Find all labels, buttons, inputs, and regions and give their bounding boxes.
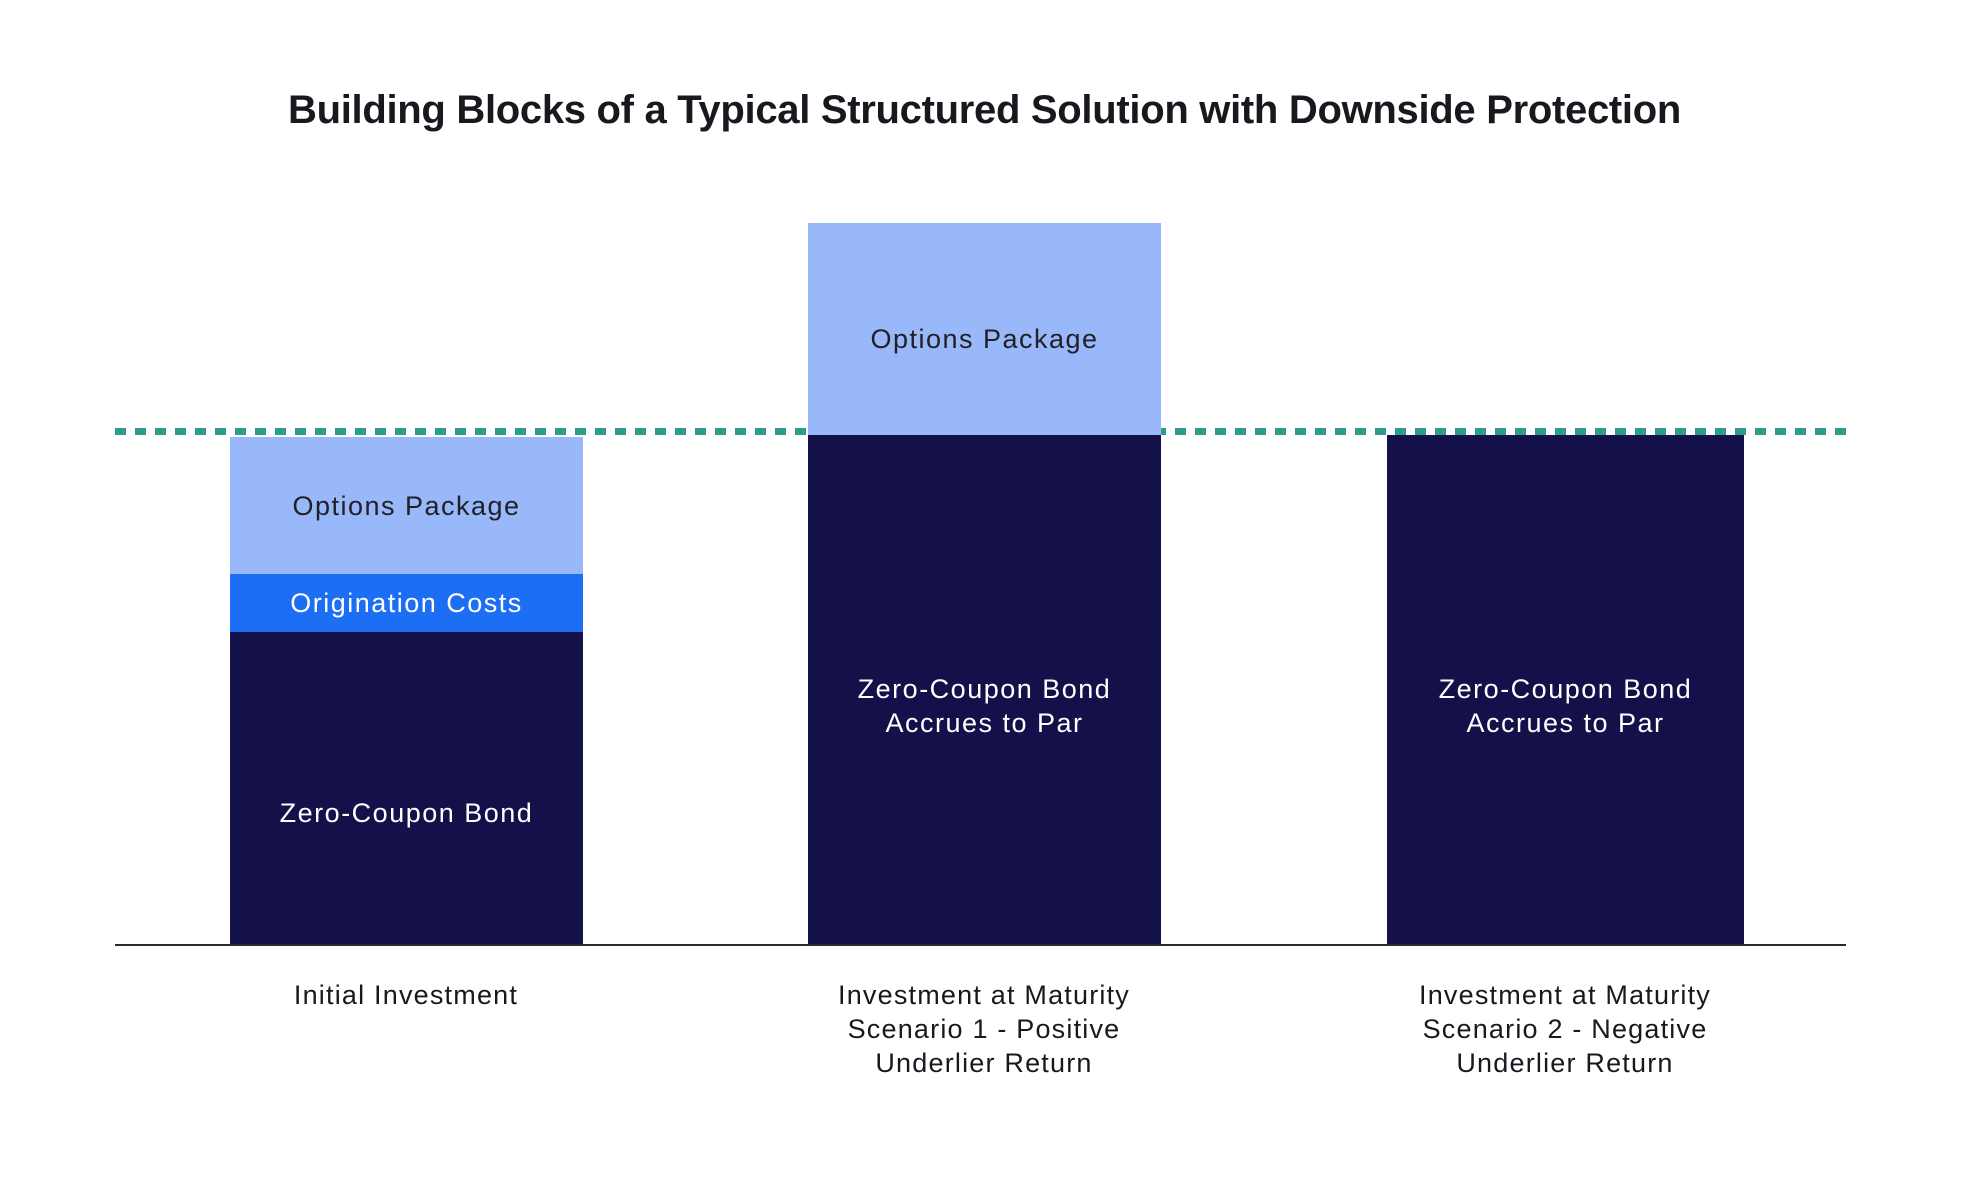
segment-options-package: Options Package [808, 223, 1161, 435]
bar-maturity-scenario-1: Options Package Zero-Coupon Bond Accrues… [808, 223, 1161, 945]
segment-options-package: Options Package [230, 437, 583, 574]
x-axis-label-maturity-scenario-2: Investment at Maturity Scenario 2 - Nega… [1419, 980, 1711, 1078]
segment-zero-coupon-bond: Zero-Coupon Bond [230, 632, 583, 945]
segment-label-zero-coupon-bond-accrues-to-par: Zero-Coupon Bond Accrues to Par [857, 674, 1112, 738]
segment-label-options-package: Options Package [870, 324, 1099, 354]
x-axis-label-initial-investment: Initial Investment [293, 980, 519, 1010]
bar-initial-investment: Options Package Origination Costs Zero-C… [230, 437, 583, 945]
segment-origination-costs: Origination Costs [230, 574, 583, 632]
segment-zero-coupon-bond-accrues-to-par: Zero-Coupon Bond Accrues to Par [808, 435, 1161, 945]
chart-title: Building Blocks of a Typical Structured … [287, 88, 1681, 132]
segment-zero-coupon-bond-accrues-to-par: Zero-Coupon Bond Accrues to Par [1387, 435, 1744, 945]
x-axis-line [115, 944, 1846, 946]
segment-label-zero-coupon-bond-accrues-to-par: Zero-Coupon Bond Accrues to Par [1438, 674, 1693, 738]
segment-label-options-package: Options Package [292, 490, 521, 521]
x-axis-label-maturity-scenario-1: Investment at Maturity Scenario 1 - Posi… [838, 980, 1130, 1078]
segment-label-zero-coupon-bond: Zero-Coupon Bond [279, 797, 534, 828]
segment-label-origination-costs: Origination Costs [290, 588, 523, 618]
bar-maturity-scenario-2: Zero-Coupon Bond Accrues to Par [1387, 435, 1744, 945]
